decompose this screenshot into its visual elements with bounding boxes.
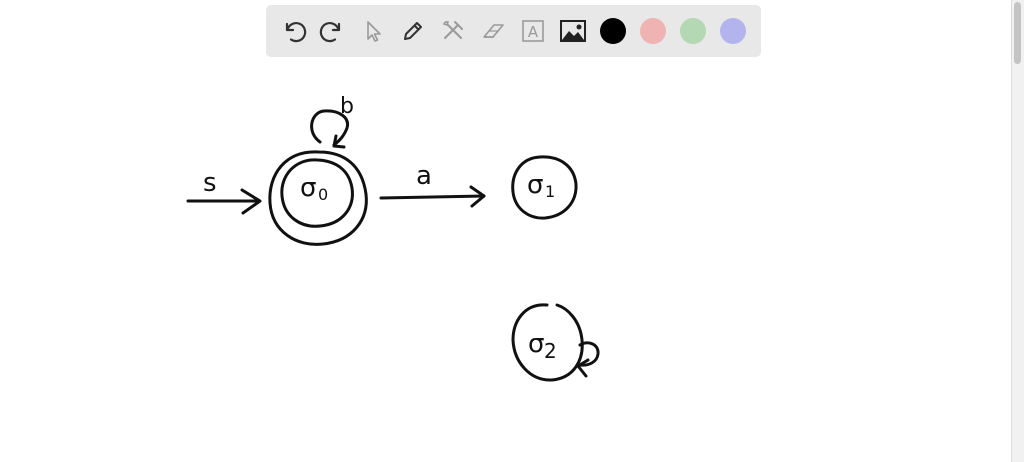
state-q2-circle	[511, 303, 584, 382]
color-swatch-blue[interactable]	[720, 18, 746, 44]
color-swatch-black[interactable]	[600, 18, 626, 44]
hammer-wrench-icon[interactable]	[438, 16, 468, 46]
state-q0-symbol: σ	[300, 173, 316, 203]
loop-q0-label: b	[340, 94, 354, 119]
scrollbar-thumb[interactable]	[1014, 2, 1021, 64]
loop-q2-arrowhead	[576, 358, 590, 378]
state-q1-circle	[511, 155, 578, 220]
color-swatch-green[interactable]	[680, 18, 706, 44]
state-q1-subscript: 1	[545, 182, 555, 201]
loop-q0	[310, 109, 350, 147]
text-tool-glyph: A	[528, 23, 539, 41]
state-q2-symbol: σ	[528, 329, 544, 359]
eraser-icon[interactable]	[478, 16, 508, 46]
start-arrowhead	[240, 188, 262, 215]
state-q1-symbol: σ	[527, 170, 543, 200]
drawing-toolbar: A	[266, 5, 761, 57]
cursor-icon[interactable]	[358, 16, 388, 46]
vertical-scrollbar[interactable]	[1011, 0, 1024, 462]
loop-q0-arrowhead	[332, 134, 346, 149]
start-label: s	[203, 168, 217, 198]
edge-q0-q1-label: a	[416, 161, 432, 191]
pen-icon[interactable]	[398, 16, 428, 46]
state-q0-subscript: 0	[318, 185, 328, 204]
redo-icon[interactable]	[318, 16, 348, 46]
undo-icon[interactable]	[278, 16, 308, 46]
loop-q2	[578, 341, 600, 367]
state-q2-subscript: 2	[544, 339, 557, 363]
color-swatch-red[interactable]	[640, 18, 666, 44]
image-icon[interactable]	[558, 16, 588, 46]
state-q0-inner-circle	[280, 158, 354, 228]
text-icon[interactable]: A	[518, 16, 548, 46]
edge-q0-q1	[379, 194, 486, 200]
state-q0-outer-circle	[268, 150, 368, 246]
edge-q0-q1-arrowhead	[469, 185, 486, 208]
